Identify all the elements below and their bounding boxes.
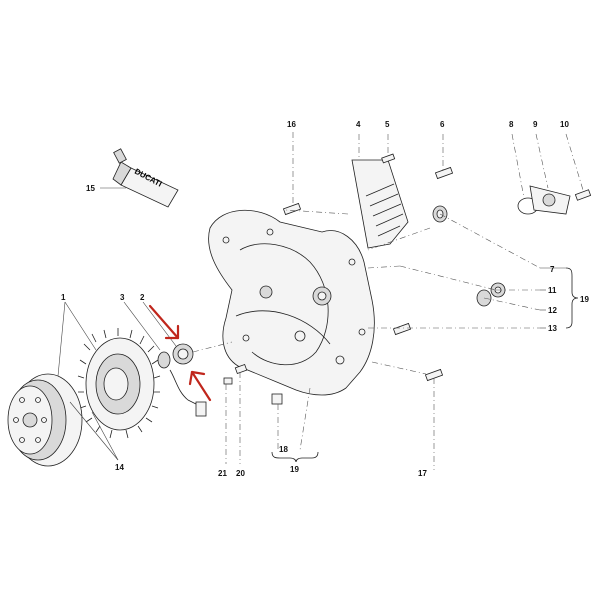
callout-13: 13 xyxy=(548,324,557,333)
bolt-18 xyxy=(271,393,283,405)
highlight-arrow-lower xyxy=(188,370,212,402)
leader-lines xyxy=(192,132,584,470)
stator-1 xyxy=(77,328,161,439)
callout-19-right: 19 xyxy=(580,295,589,304)
callout-11: 11 xyxy=(548,286,557,295)
bolt-16 xyxy=(282,202,302,216)
bolt-10 xyxy=(574,189,592,201)
screw-21 xyxy=(223,377,233,385)
flange-9 xyxy=(529,185,571,215)
sensor-3 xyxy=(157,351,207,417)
callout-18: 18 xyxy=(279,445,288,454)
callout-labels: 1 2 3 4 5 6 7 8 9 10 11 12 13 14 15 16 1… xyxy=(61,120,589,478)
bolt-6 xyxy=(434,166,454,180)
ribbed-cover-plate xyxy=(351,159,409,249)
callout-8: 8 xyxy=(509,120,514,129)
sealant-tube: DUCATI xyxy=(112,148,179,208)
callout-3: 3 xyxy=(120,293,125,302)
callout-12: 12 xyxy=(548,306,557,315)
callout-10: 10 xyxy=(560,120,569,129)
callout-20: 20 xyxy=(236,469,245,478)
callout-leads xyxy=(57,187,566,461)
callout-6: 6 xyxy=(440,120,445,129)
bolt-17 xyxy=(424,368,444,382)
bolt-5 xyxy=(381,153,396,164)
bearing-2 xyxy=(172,343,194,365)
rotor-14 xyxy=(7,373,83,467)
engine-cover xyxy=(208,209,375,396)
callout-15: 15 xyxy=(86,184,95,193)
bracket-19-right xyxy=(565,267,579,329)
callout-19-bottom: 19 xyxy=(290,465,299,474)
callout-17: 17 xyxy=(418,469,427,478)
callout-14: 14 xyxy=(115,463,124,472)
callout-16: 16 xyxy=(287,120,296,129)
highlight-arrow-upper xyxy=(148,304,180,340)
callout-7: 7 xyxy=(550,265,555,274)
callout-4: 4 xyxy=(356,120,361,129)
clip-20 xyxy=(234,363,248,375)
bracket-19-bottom xyxy=(271,451,319,463)
callout-1: 1 xyxy=(61,293,66,302)
callout-9: 9 xyxy=(533,120,538,129)
callout-2: 2 xyxy=(140,293,145,302)
callout-21: 21 xyxy=(218,469,227,478)
bolt-13 xyxy=(392,322,412,336)
callout-5: 5 xyxy=(385,120,390,129)
